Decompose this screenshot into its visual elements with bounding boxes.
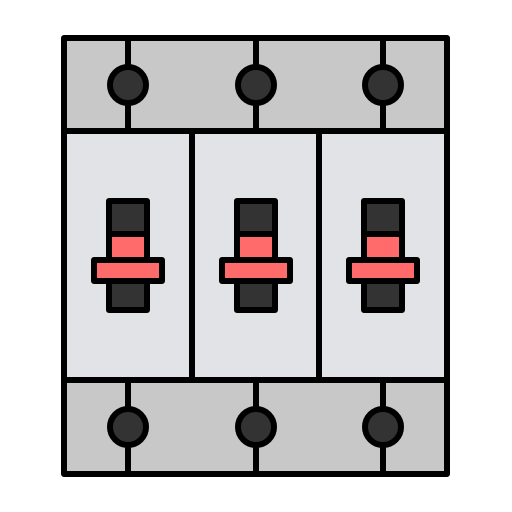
bottom-screw-2 xyxy=(235,406,277,448)
toggle-switch-3[interactable] xyxy=(346,198,420,313)
toggle-2-bottom xyxy=(234,277,278,313)
top-screw-3 xyxy=(362,64,404,106)
toggle-1-lever xyxy=(91,257,165,284)
bottom-screw-1 xyxy=(107,406,149,448)
toggle-1-bottom xyxy=(106,277,150,313)
toggle-2-lever xyxy=(219,257,293,284)
top-screw-1 xyxy=(107,64,149,106)
toggle-switch-1[interactable] xyxy=(91,198,165,313)
toggle-switch-2[interactable] xyxy=(219,198,293,313)
toggle-3-lever xyxy=(346,257,420,284)
bottom-screw-3 xyxy=(362,406,404,448)
toggle-3-bottom xyxy=(361,277,405,313)
top-screw-2 xyxy=(235,64,277,106)
